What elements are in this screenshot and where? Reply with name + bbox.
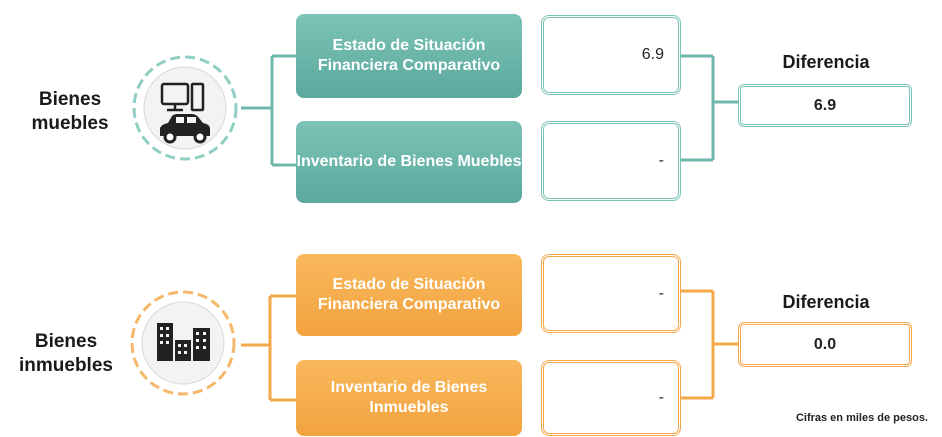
inmuebles-inventory-box: Inventario de Bienes Inmuebles (296, 360, 522, 436)
muebles-difference-value: 6.9 (738, 84, 912, 127)
currency-note: Cifras en miles de pesos. (795, 412, 928, 424)
muebles-connectors (241, 54, 740, 167)
inmuebles-icon-circle (130, 290, 236, 396)
inmuebles-difference-value: 0.0 (738, 322, 912, 367)
inmuebles-financial-statement-value: - (541, 254, 681, 333)
inmuebles-inventory-value: - (541, 360, 681, 436)
computer-icon (160, 82, 205, 112)
car-icon (160, 114, 210, 144)
muebles-financial-statement-box: Estado de Situación Financiera Comparati… (296, 14, 522, 98)
muebles-section-label: Bienes muebles (31, 89, 109, 134)
muebles-financial-statement-value: 6.9 (541, 15, 681, 95)
muebles-difference-title: Diferencia (782, 52, 870, 72)
inmuebles-financial-statement-box: Estado de Situación Financiera Comparati… (296, 254, 522, 336)
inmuebles-difference-title: Diferencia (782, 292, 870, 312)
muebles-icon-circle (132, 55, 238, 161)
muebles-inventory-value: - (541, 121, 681, 201)
muebles-inventory-box: Inventario de Bienes Muebles (296, 121, 522, 203)
inmuebles-connectors (241, 289, 740, 402)
inmuebles-section-label: Bienes inmuebles (19, 331, 113, 376)
buildings-icon (157, 323, 210, 361)
